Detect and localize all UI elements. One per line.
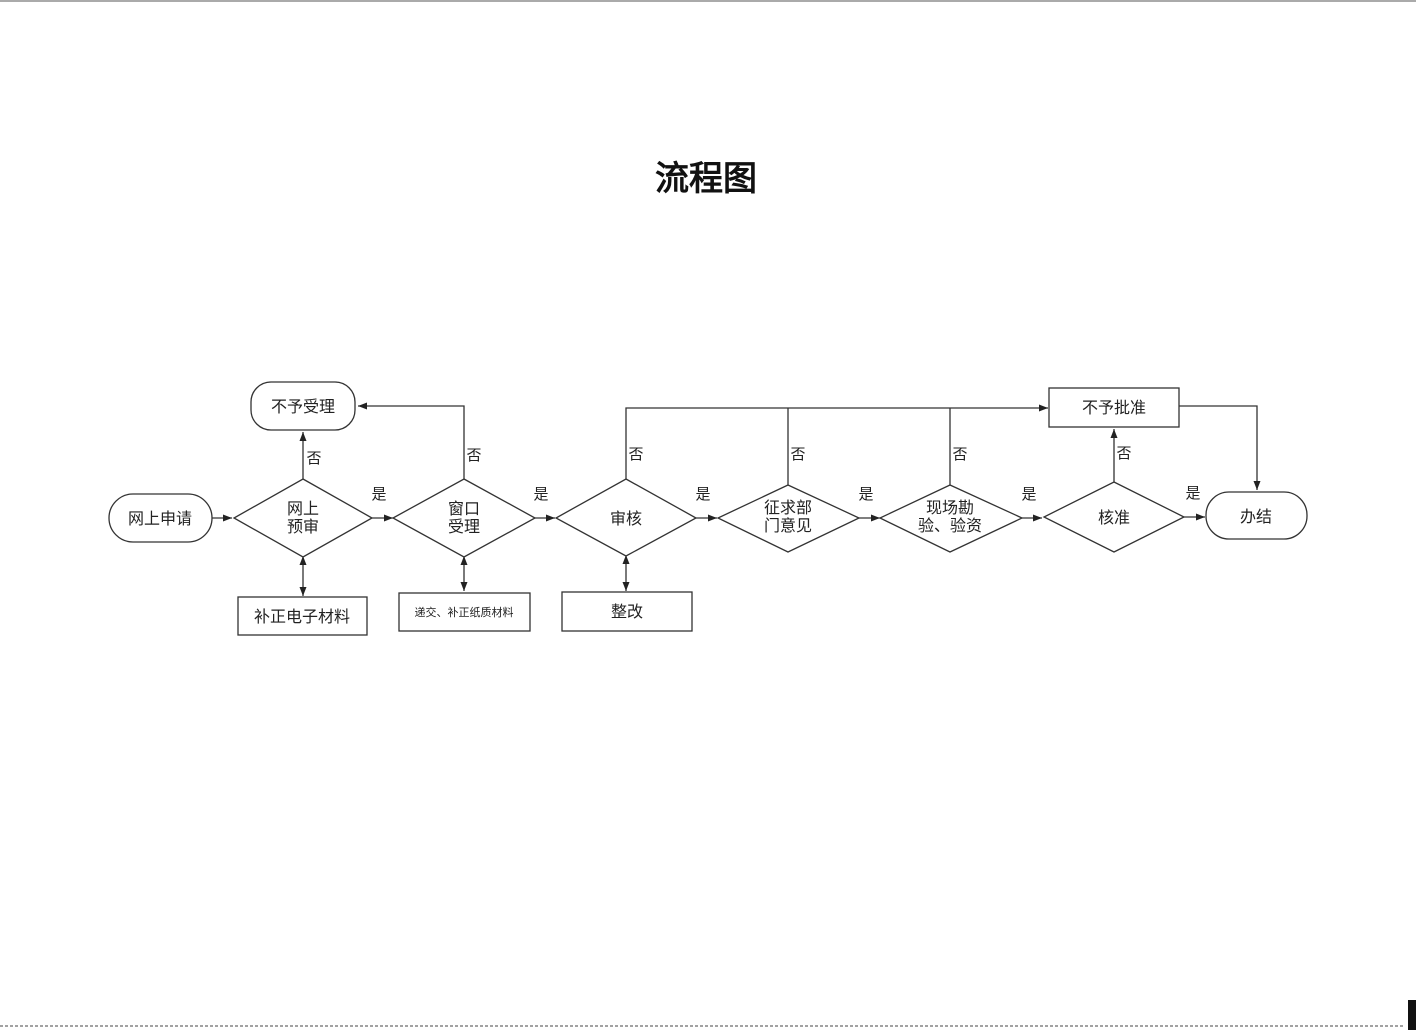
node-label-line1: 征求部 [764,498,812,517]
terminal-shape [108,493,213,543]
label-yes-review: 是 [695,485,710,503]
node-label: 不予批准 [1082,398,1146,417]
decision-shape [554,478,698,557]
process-shape [398,592,531,632]
node-apply-online: 网上申请 [108,493,213,543]
process-shape [1048,387,1180,428]
node-supplement-electronic: 补正电子材料 [237,596,368,636]
arrow-review-to-reject-approval [625,404,1048,479]
label-yes-approve: 是 [1185,484,1200,502]
label-no-review: 否 [628,445,643,463]
decision-shape [391,478,537,558]
decision-shape [878,484,1024,553]
node-label-line1: 现场勘 [926,498,974,517]
node-approve: 核准 [1042,481,1186,553]
node-label-line2: 验、验资 [918,516,982,535]
node-review: 审核 [554,478,698,557]
node-online-precheck: 网上 预审 [232,478,374,558]
terminal-shape [1205,491,1308,540]
node-label-line1: 网上 [287,499,319,518]
node-consult-dept: 征求部 门意见 [716,484,861,553]
page-title: 流程图 [655,159,757,199]
decision-shape [1042,481,1186,553]
node-submit-paper: 递交、补正纸质材料 [398,592,531,632]
process-shape [237,596,368,636]
node-label: 递交、补正纸质材料 [415,605,514,619]
edge-labels: 是 是 是 是 是 是 否 否 否 否 否 否 [306,444,1200,503]
arrow-window-to-reject [358,402,465,479]
node-label: 整改 [611,602,643,621]
label-yes-precheck: 是 [371,485,386,503]
connectors [212,402,1261,596]
label-no-precheck: 否 [306,449,321,467]
label-no-window: 否 [466,446,481,464]
scan-corner-mark [1408,1000,1416,1030]
label-yes-window: 是 [533,485,548,503]
node-label: 审核 [610,509,642,528]
node-label-line2: 门意见 [764,516,812,535]
node-label: 网上申请 [128,509,192,528]
label-no-approve: 否 [1116,444,1131,462]
node-label: 核准 [1098,508,1130,527]
node-label-line1: 窗口 [448,499,480,518]
node-complete: 办结 [1205,491,1308,540]
node-label: 办结 [1240,507,1272,526]
node-label-line2: 受理 [448,517,480,536]
label-yes-consult: 是 [858,485,873,503]
decision-shape [232,478,374,558]
label-no-inspection: 否 [952,445,967,463]
decision-shape [716,484,861,553]
label-no-consult: 否 [790,445,805,463]
node-rectify: 整改 [561,591,693,632]
node-label: 不予受理 [271,397,335,416]
node-reject-approval: 不予批准 [1048,387,1180,428]
node-site-inspection: 现场勘 验、验资 [878,484,1024,553]
label-yes-inspection: 是 [1021,485,1036,503]
arrow-reject-approval-to-complete [1179,405,1261,490]
node-reject-accept: 不予受理 [250,381,356,431]
node-window-accept: 窗口 受理 [391,478,537,558]
terminal-shape [250,381,356,431]
node-label: 补正电子材料 [254,607,350,626]
node-label-line2: 预审 [287,517,319,536]
process-shape [561,591,693,632]
